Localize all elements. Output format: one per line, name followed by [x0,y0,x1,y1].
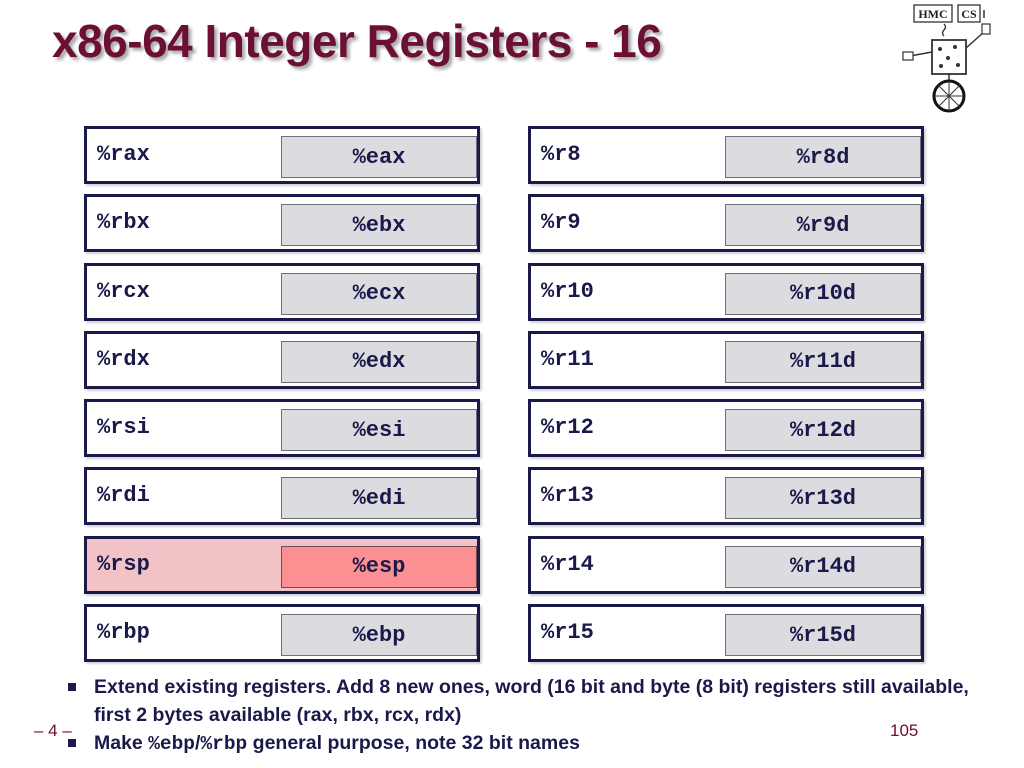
register-32-name: %edi [281,477,477,520]
code-ebp: %ebp [148,733,196,755]
register-64-name: %rsp [97,551,150,577]
register-rcx: %rcx %ecx [84,262,480,321]
register-64-name: %rbx [97,210,150,236]
register-64-name: %r10 [541,278,594,304]
register-r12: %r12 %r12d [528,399,924,458]
register-column-right: %r8 %r8d %r9 %r9d %r10 %r10d %r11 %r11d %r12… [528,126,924,672]
register-64-name: %rcx [97,278,150,304]
register-64-name: %r14 [541,551,594,577]
register-64-name: %rdi [97,483,150,509]
register-r10: %r10 %r10d [528,262,924,321]
register-64-name: %rax [97,142,150,167]
register-64-name: %r13 [541,483,594,509]
bullet-text-post: general purpose, note 32 bit names [247,732,580,754]
register-32-name: %r12d [725,409,921,452]
register-r8: %r8 %r8d [528,126,924,184]
hmc-cs-robot-logo: HMC CS [902,4,991,113]
bullet-list: Extend existing registers. Add 8 new one… [66,673,986,758]
register-32-name: %r15d [725,614,921,657]
register-64-name: %r9 [541,210,581,236]
slide-number: 105 [890,721,919,740]
register-32-name: %eax [281,136,477,178]
logo-text-hmc: HMC [918,7,947,21]
register-32-name: %ebp [281,614,477,657]
register-rdi: %rdi %edi [84,467,480,526]
register-32-name: %r14d [725,545,921,588]
bullet-separator: / [195,732,201,754]
register-column-left: %rax %eax %rbx %ebx %rcx %ecx %rdx %edx %rsi… [84,126,480,672]
register-64-name: %r11 [541,346,594,372]
register-32-name: %esp [281,545,477,588]
register-32-name: %r10d [725,272,921,315]
bullet-item: Make %ebp/%rbp general purpose, note 32 … [66,729,986,758]
register-32-name: %r11d [725,340,921,383]
register-rbx: %rbx %ebx [84,194,480,253]
register-rax: %rax %eax [84,126,480,184]
register-64-name: %rsi [97,415,150,441]
register-r13: %r13 %r13d [528,467,924,526]
register-64-name: %r15 [541,620,594,646]
page-title: x86-64 Integer Registers - 16 [52,15,662,67]
register-r9: %r9 %r9d [528,194,924,253]
bullet-text-pre: Make [94,732,149,754]
register-r14: %r14 %r14d [528,535,924,594]
bullet-text: Extend existing registers. Add 8 new one… [94,676,969,726]
register-rbp: %rbp %ebp [84,604,480,663]
page-label: – 4 – [34,721,72,740]
register-32-name: %r8d [725,136,921,178]
register-64-name: %rdx [97,346,150,372]
register-r15: %r15 %r15d [528,604,924,663]
bullet-item: Extend existing registers. Add 8 new one… [66,673,986,729]
register-32-name: %r13d [725,477,921,520]
register-64-name: %r8 [541,142,581,167]
register-r11: %r11 %r11d [528,330,924,389]
register-32-name: %ecx [281,272,477,315]
register-32-name: %esi [281,409,477,452]
register-rdx: %rdx %edx [84,330,480,389]
register-rsi: %rsi %esi [84,399,480,458]
register-32-name: %edx [281,340,477,383]
register-64-name: %rbp [97,620,150,646]
code-rbp: %rbp [200,733,248,755]
register-rsp-highlighted: %rsp %esp [84,535,480,594]
register-64-name: %r12 [541,415,594,441]
register-32-name: %r9d [725,204,921,247]
logo-text-cs: CS [961,7,977,21]
register-32-name: %ebx [281,204,477,247]
